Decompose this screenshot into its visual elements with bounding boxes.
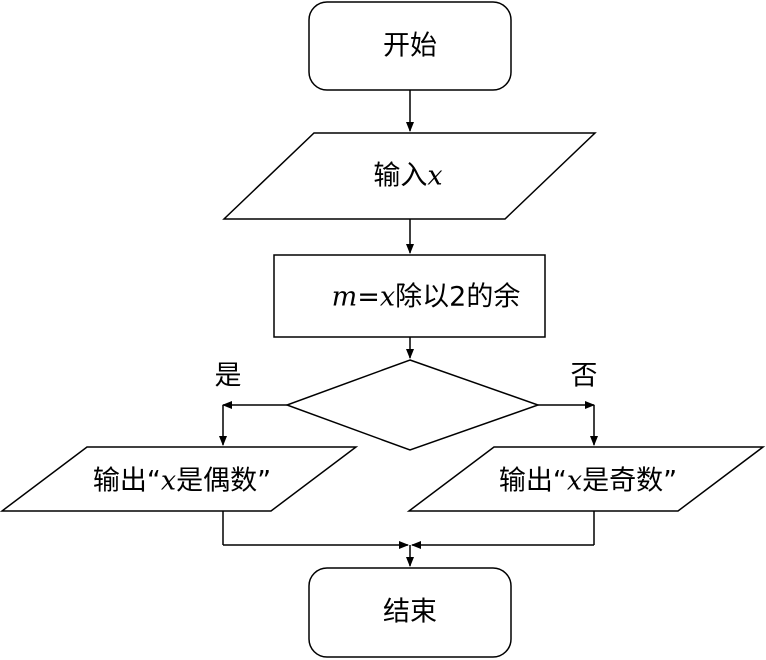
end-text: 结束: [383, 596, 437, 628]
output-even-label: 输出“x是偶数”: [93, 468, 271, 495]
process-var-m: m: [331, 281, 358, 313]
end-terminal: [308, 567, 512, 658]
input-parallelogram: [222, 132, 597, 220]
yes-text: 是: [214, 360, 242, 392]
process-label: m=x除以2的余: [332, 284, 521, 311]
process-box: [273, 254, 546, 338]
yes-label: 是: [215, 363, 242, 390]
output-odd-prefix: 输出“: [498, 465, 567, 497]
output-odd-var: x: [566, 465, 583, 497]
output-odd-suffix: 是奇数”: [582, 465, 678, 497]
output-even-var: x: [160, 465, 177, 497]
decision-diamond: [284, 359, 541, 451]
input-text: 输入: [373, 160, 428, 192]
output-even-parallelogram: [0, 446, 359, 512]
no-text: 否: [570, 360, 598, 392]
process-var-x: x: [379, 281, 396, 313]
process-text: 除以2的余: [395, 281, 521, 313]
output-odd-label: 输出“x是奇数”: [499, 468, 677, 495]
no-label: 否: [571, 363, 598, 390]
input-label: 输入x: [373, 163, 442, 190]
output-odd-parallelogram: [406, 446, 766, 512]
end-label: 结束: [383, 599, 437, 626]
start-label: 开始: [383, 33, 437, 60]
input-var: x: [427, 160, 443, 192]
start-text: 开始: [383, 30, 437, 62]
output-even-suffix: 是偶数”: [176, 465, 272, 497]
output-even-prefix: 输出“: [92, 465, 161, 497]
process-eq: =: [357, 281, 380, 313]
